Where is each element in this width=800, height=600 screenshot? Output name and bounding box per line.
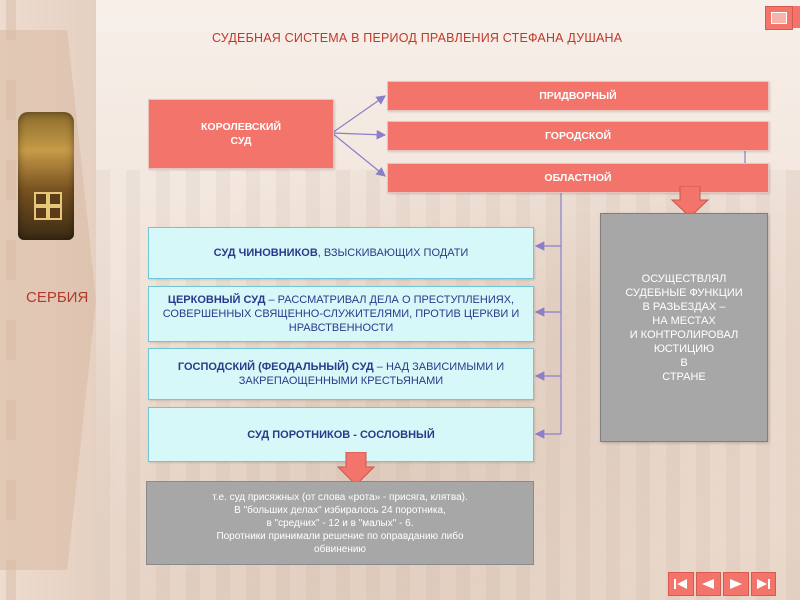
royal-court-line2: СУД (230, 135, 252, 147)
court-feudal-title: ГОСПОДСКИЙ (ФЕОДАЛЬНЫЙ) СУД (177, 361, 374, 373)
jury-note-text: т.е. суд присяжных (от слова «рота» - пр… (212, 491, 468, 555)
last-slide-button[interactable] (750, 572, 776, 596)
branch-city-box: ГОРОДСКОЙ (387, 121, 769, 151)
court-feudal-box: ГОСПОДСКИЙ (ФЕОДАЛЬНЫЙ) СУД – НАД ЗАВИСИ… (148, 348, 534, 400)
home-icon (771, 12, 787, 24)
navigation-bar (668, 572, 776, 596)
regional-function-box: ОСУЩЕСТВЛЯЛ СУДЕБНЫЕ ФУНКЦИИ В РАЗЬЕЗДАХ… (600, 213, 768, 442)
branch-regional-box: ОБЛАСТНОЙ (387, 163, 769, 193)
court-officials-desc: , ВЗЫСКИВАЮЩИХ ПОДАТИ (317, 247, 469, 259)
first-slide-button[interactable] (668, 572, 694, 596)
regional-function-text: ОСУЩЕСТВЛЯЛ СУДЕБНЫЕ ФУНКЦИИ В РАЗЬЕЗДАХ… (625, 272, 743, 383)
court-jury-title: СУД ПОРОТНИКОВ - СОСЛОВНЫЙ (247, 428, 435, 441)
court-church-box: ЦЕРКОВНЫЙ СУД – РАССМАТРИВАЛ ДЕЛА О ПРЕС… (148, 286, 534, 342)
court-church-desc: – РАССМАТРИВАЛ ДЕЛА О ПРЕСТУПЛЕНИЯХ, СОВ… (162, 294, 520, 334)
court-officials-box: СУД ЧИНОВНИКОВ, ВЗЫСКИВАЮЩИХ ПОДАТИ (148, 227, 534, 279)
next-slide-button[interactable] (723, 572, 749, 596)
link-royal-regional (331, 132, 386, 177)
court-jury-box: СУД ПОРОТНИКОВ - СОСЛОВНЫЙ (148, 407, 534, 462)
royal-court-box: КОРОЛЕВСКИЙ СУД (148, 99, 334, 169)
serbian-emblem-icon (18, 112, 74, 240)
page-title: СУДЕБНАЯ СИСТЕМА В ПЕРИОД ПРАВЛЕНИЯ СТЕФ… (212, 31, 623, 45)
branch-court-box: ПРИДВОРНЫЙ (387, 81, 769, 111)
home-button[interactable] (765, 6, 793, 30)
court-church-title: ЦЕРКОВНЫЙ СУД (167, 294, 266, 306)
royal-court-line1: КОРОЛЕВСКИЙ (201, 121, 281, 133)
prev-icon (702, 579, 715, 589)
next-icon (729, 579, 742, 589)
down-arrow-to-functions (670, 186, 710, 218)
court-officials-title: СУД ЧИНОВНИКОВ (213, 247, 318, 259)
link-royal-city (331, 129, 387, 140)
jury-note-box: т.е. суд присяжных (от слова «рота» - пр… (146, 481, 534, 565)
prev-slide-button[interactable] (695, 572, 721, 596)
court-feudal-desc: – НАД ЗАВИСИМЫМИ И ЗАКРЕПАОЩЕННЫМИ КРЕСТ… (238, 361, 505, 387)
last-icon (757, 579, 771, 589)
home-button-edge (793, 6, 800, 28)
down-arrow-to-note (336, 452, 376, 486)
first-icon (673, 579, 687, 589)
side-label: СЕРБИЯ (26, 289, 89, 306)
link-royal-court-court (331, 95, 386, 134)
